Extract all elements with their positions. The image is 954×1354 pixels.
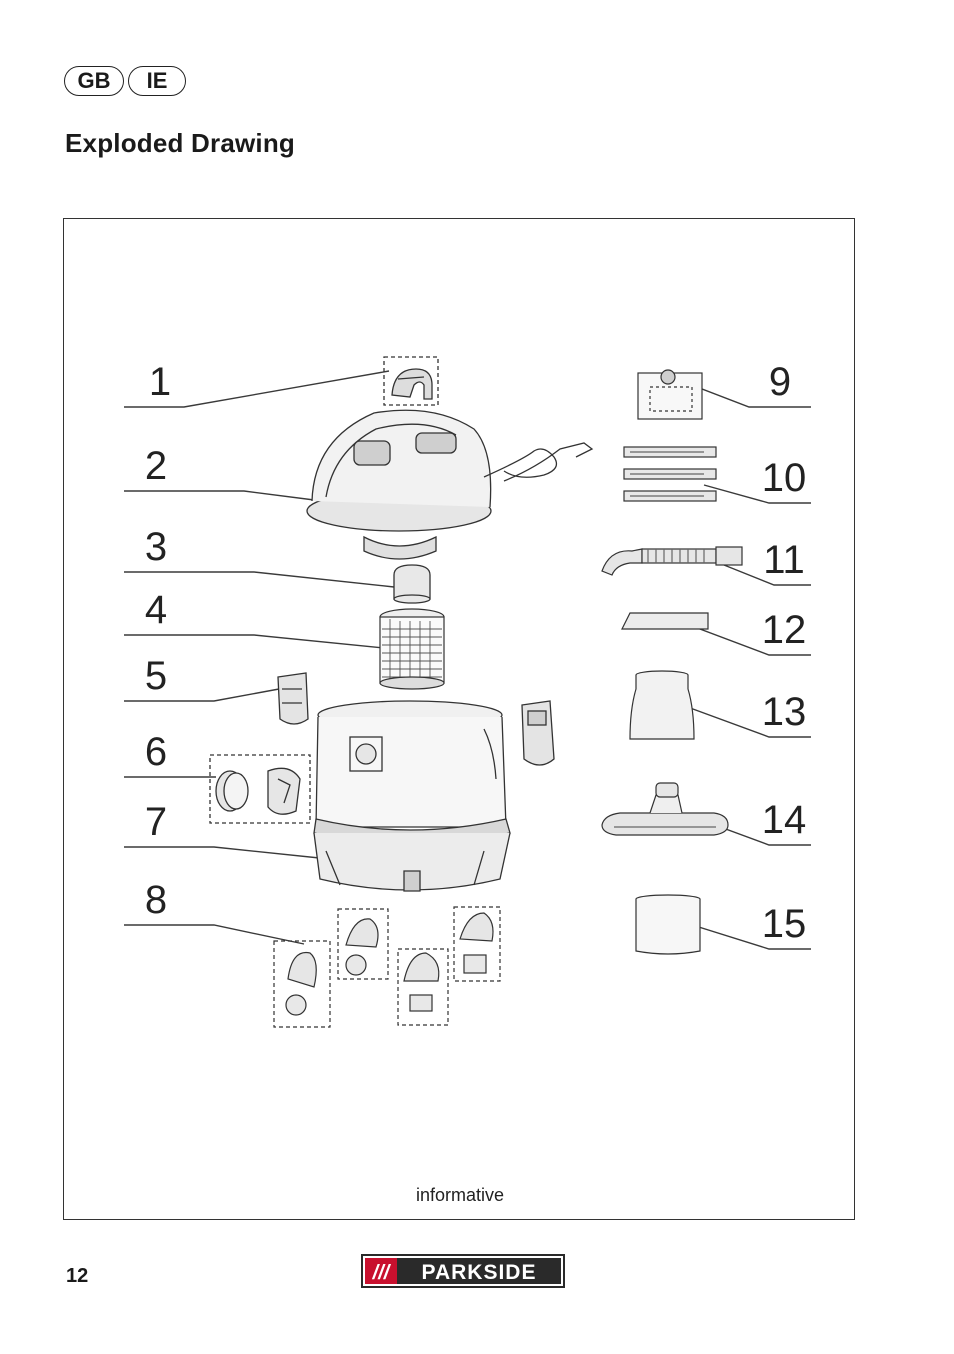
leader-line-4: [124, 634, 395, 650]
part-4-filter-cartridge: [379, 608, 445, 690]
leader-line-8: [124, 924, 305, 945]
part-14-floor-nozzle: [601, 782, 729, 836]
leader-line-12: [683, 622, 811, 656]
part-number-7: 7: [145, 800, 167, 844]
part-7-tank: [313, 700, 511, 892]
leader-line-13: [681, 704, 811, 738]
part-8-castor-wheels: [273, 906, 501, 1028]
country-badges: GB IE: [64, 66, 186, 96]
part-number-2: 2: [145, 444, 167, 488]
part-10-extension-tubes: [623, 446, 717, 502]
logo-dark-field: [397, 1258, 561, 1284]
leader-line-5: [124, 688, 280, 702]
leader-line-11: [723, 564, 811, 586]
part-15-filter-sleeve: [635, 894, 701, 955]
leader-line-7: [124, 846, 330, 860]
part-number-10: 10: [762, 456, 807, 500]
part-11-suction-hose: [601, 546, 743, 576]
part-2-motor-head: [306, 409, 594, 560]
part-number-4: 4: [145, 588, 167, 632]
part-number-9: 9: [769, 360, 791, 404]
exploded-drawing: 1 2 3 4 5 6 7 8 9 10 11 12 13 14 15: [124, 356, 811, 1028]
logo-wordmark: PARKSIDE: [422, 1261, 537, 1284]
part-3-filter-cap: [393, 564, 431, 604]
part-1-handle: [383, 356, 439, 406]
part-number-5: 5: [145, 654, 167, 698]
logo-stripes: ///: [372, 1262, 392, 1284]
part-number-3: 3: [145, 525, 167, 569]
part-5-latch: [277, 672, 309, 725]
part-number-13: 13: [762, 690, 807, 734]
country-badge-gb: GB: [64, 66, 124, 96]
part-5-latch-mounted: [521, 700, 555, 766]
part-number-6: 6: [145, 730, 167, 774]
page-title: Exploded Drawing: [65, 128, 296, 158]
part-number-8: 8: [145, 878, 167, 922]
part-13-adapter: [629, 670, 695, 740]
part-9-filter-bag: [637, 369, 703, 420]
part-number-12: 12: [762, 608, 807, 652]
leader-line-15: [685, 922, 811, 950]
leader-line-1: [124, 370, 390, 408]
drawing-caption: informative: [415, 1185, 505, 1205]
leader-line-3: [124, 571, 395, 588]
part-6-hose-connector: [209, 754, 311, 824]
leader-line-2: [124, 490, 323, 502]
exploded-drawing-frame: 1 2 3 4 5 6 7 8 9 10 11 12 13 14 15 info…: [63, 218, 855, 1220]
part-number-15: 15: [762, 902, 807, 946]
country-badge-ie: IE: [128, 66, 186, 96]
page-number: 12: [66, 1265, 89, 1287]
part-number-11: 11: [763, 538, 805, 582]
parkside-logo: /// PARKSIDE: [361, 1254, 565, 1288]
leader-line-10: [703, 484, 811, 504]
part-12-crevice-nozzle: [621, 612, 709, 630]
part-number-14: 14: [762, 798, 807, 842]
part-number-1: 1: [149, 360, 171, 404]
